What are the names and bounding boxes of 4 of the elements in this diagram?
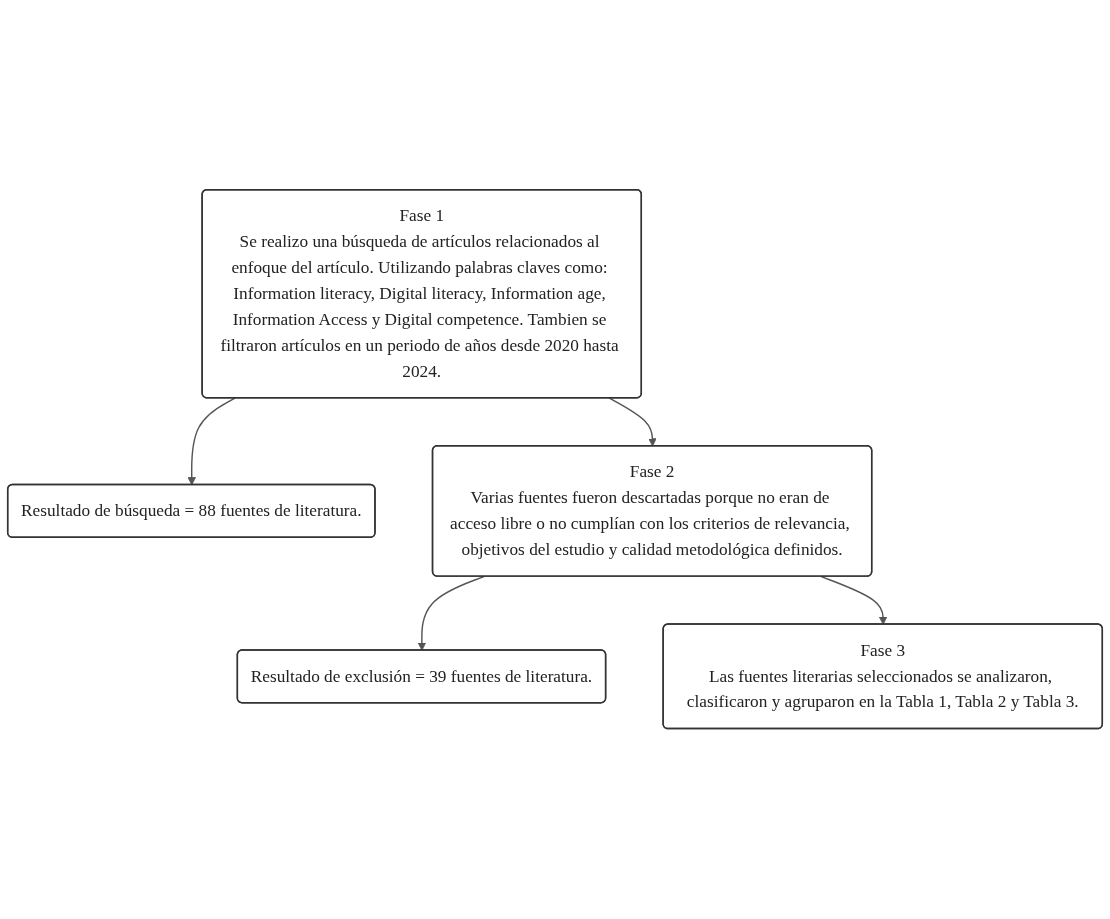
- arrow: [608, 397, 657, 447]
- arrow: [820, 576, 888, 626]
- arrow: [187, 397, 236, 486]
- arrow: [417, 576, 485, 652]
